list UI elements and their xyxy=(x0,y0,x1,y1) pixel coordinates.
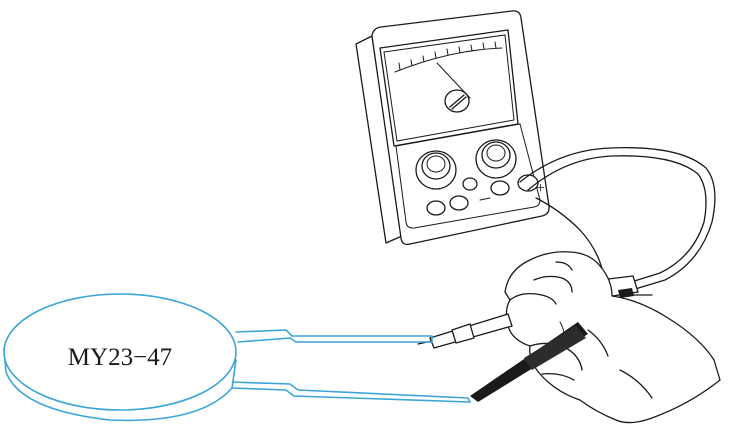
varistor: MY23−47 xyxy=(3,293,471,422)
zero-adjust-screw[interactable] xyxy=(444,89,470,113)
terminal-1[interactable] xyxy=(426,200,446,216)
range-knob-right[interactable] xyxy=(475,139,517,179)
range-knob-left[interactable] xyxy=(415,150,457,190)
probe-cable-upper xyxy=(519,147,716,291)
terminal-positive[interactable] xyxy=(517,174,539,192)
probe-cable-lower xyxy=(535,197,605,279)
meter: + xyxy=(355,10,550,246)
polarity-plus-mark: + xyxy=(536,180,545,197)
terminal-3[interactable] xyxy=(490,180,510,196)
meter-scale-arc xyxy=(394,47,503,73)
center-button[interactable] xyxy=(462,177,478,191)
varistor-disc-face xyxy=(3,293,237,411)
terminal-2[interactable] xyxy=(449,195,469,211)
varistor-lead-lower xyxy=(229,381,471,403)
meter-scale-ticks xyxy=(398,41,497,71)
hand xyxy=(504,251,721,424)
meter-control-panel xyxy=(395,123,541,229)
probes xyxy=(417,313,588,402)
varistor-lead-upper xyxy=(235,329,433,343)
minus-mark xyxy=(479,197,491,201)
varistor-label: MY23−47 xyxy=(68,344,172,371)
hand-outline xyxy=(504,251,721,424)
